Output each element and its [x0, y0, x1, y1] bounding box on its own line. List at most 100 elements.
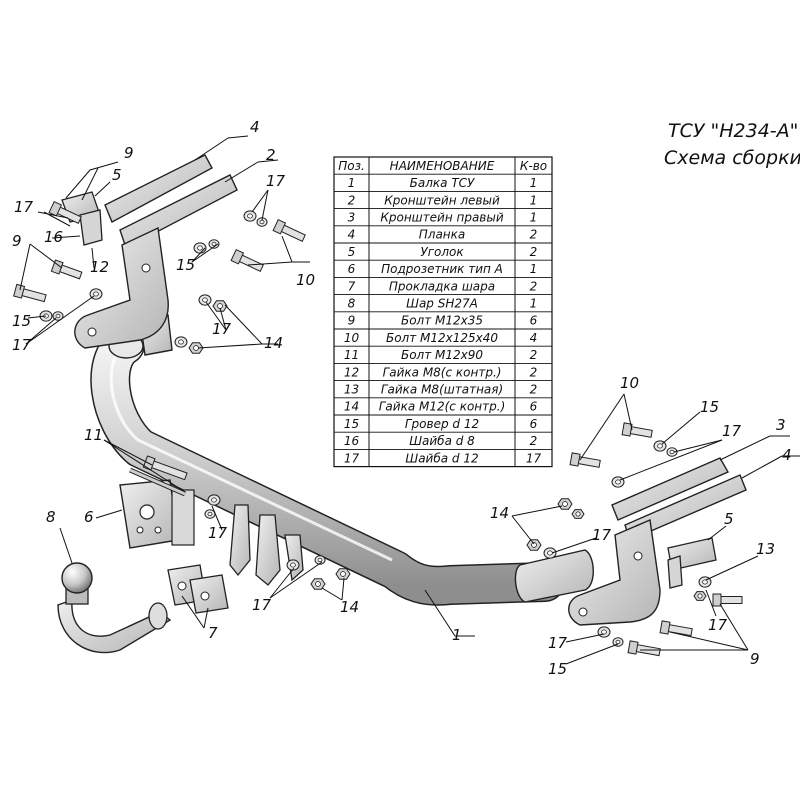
leader-line	[65, 161, 119, 199]
leader-line	[205, 301, 227, 331]
callout-17: 17	[252, 596, 272, 614]
callout-9: 9	[12, 232, 22, 250]
callout-17: 17	[266, 172, 286, 190]
table-cell-qty: 1	[530, 262, 538, 276]
bolt	[621, 422, 653, 438]
washer	[256, 217, 268, 227]
washer	[611, 476, 625, 488]
table-cell-name: Болт М12х125х40	[386, 331, 498, 345]
leader-line	[95, 509, 123, 519]
leader-line	[59, 527, 73, 564]
leader-line	[719, 603, 749, 651]
washer	[612, 637, 624, 647]
beam-lugs	[229, 504, 304, 586]
title-line-1: ТСУ "Н234-А"	[668, 120, 798, 142]
leader-line	[103, 439, 153, 466]
fasteners	[13, 200, 743, 657]
table-cell-pos: 17	[344, 451, 360, 465]
bolt	[230, 248, 264, 272]
callout-9: 9	[124, 144, 134, 162]
leader-line	[511, 505, 563, 517]
table-cell-pos: 2	[348, 193, 356, 207]
washer	[314, 555, 326, 565]
leader-line	[25, 295, 95, 345]
bolt	[712, 593, 743, 607]
table-cell-qty: 1	[530, 297, 538, 311]
table-cell-qty: 4	[530, 331, 538, 345]
table-cell-name: Кронштейн левый	[384, 193, 500, 207]
left-bracket-assembly	[61, 154, 238, 349]
table-cell-qty: 6	[530, 314, 538, 328]
table-cell-pos: 8	[348, 297, 356, 311]
title-line-2: Схема сборки	[664, 147, 800, 169]
callout-17: 17	[722, 422, 742, 440]
washer	[52, 311, 64, 321]
table-cell-pos: 7	[348, 279, 356, 293]
bolt	[48, 200, 82, 224]
callout-17: 17	[14, 198, 34, 216]
leader-line	[424, 589, 456, 637]
leader-line	[43, 211, 71, 227]
leader-line	[661, 411, 701, 445]
leader-line	[51, 235, 81, 239]
table-cell-pos: 12	[344, 365, 359, 379]
leader-line	[219, 307, 227, 331]
leader-line	[669, 631, 749, 651]
table-cell-pos: 4	[348, 228, 356, 242]
tow-beam	[90, 314, 594, 606]
leader-line	[191, 243, 219, 263]
callout-17: 17	[12, 336, 32, 354]
leader-line	[224, 304, 263, 345]
callout-14: 14	[340, 598, 359, 616]
leader-line	[181, 595, 205, 629]
table-cell-qty: 1	[530, 211, 538, 225]
table-cell-pos: 6	[348, 262, 356, 276]
callout-14: 14	[490, 504, 509, 522]
table-cell-name: Шайба d 8	[409, 434, 475, 448]
leader-line	[203, 607, 209, 629]
callout-15: 15	[176, 256, 195, 274]
callout-3: 3	[776, 416, 786, 434]
callout-17: 17	[592, 526, 612, 544]
table-cell-name: Гайка М8(с контр.)	[383, 365, 502, 379]
leader-line	[227, 135, 249, 139]
table-cell-name: Болт М12х90	[401, 348, 483, 362]
callout-10: 10	[620, 374, 639, 392]
table-cell-name: Гайка М8(штатная)	[381, 383, 503, 397]
table-cell-pos: 10	[344, 331, 360, 345]
table-cell-qty: 17	[526, 451, 542, 465]
leader-line	[269, 567, 295, 599]
washer	[89, 288, 103, 300]
washer	[207, 494, 221, 506]
leader-line	[25, 317, 57, 345]
nut	[557, 498, 573, 510]
callout-4: 4	[782, 446, 792, 464]
table-cell-name: Прокладка шара	[389, 279, 495, 293]
nut	[571, 509, 585, 519]
callout-14: 14	[264, 334, 283, 352]
table-cell-qty: 1	[530, 176, 538, 190]
callout-8: 8	[46, 508, 56, 526]
nut	[212, 300, 228, 312]
washer	[198, 294, 212, 306]
callout-17: 17	[208, 524, 228, 542]
nut	[188, 342, 204, 354]
leader-line	[281, 235, 293, 263]
table-cell-qty: 2	[530, 383, 538, 397]
leader-line	[511, 515, 535, 545]
callout-10: 10	[296, 271, 315, 289]
bolt	[50, 259, 83, 280]
table-cell-pos: 3	[348, 211, 356, 225]
table-cell-name: Балка ТСУ	[410, 176, 475, 190]
leader-line	[247, 261, 293, 266]
table-cell-pos: 5	[348, 245, 356, 259]
leader-line	[341, 577, 345, 601]
table-cell-name: Подрозетник тип А	[381, 262, 503, 276]
callout-6: 6	[84, 508, 94, 526]
bolt	[569, 452, 601, 468]
washer	[208, 239, 220, 249]
leader-line	[191, 247, 206, 263]
washer	[597, 626, 611, 638]
leader-line	[251, 189, 269, 213]
